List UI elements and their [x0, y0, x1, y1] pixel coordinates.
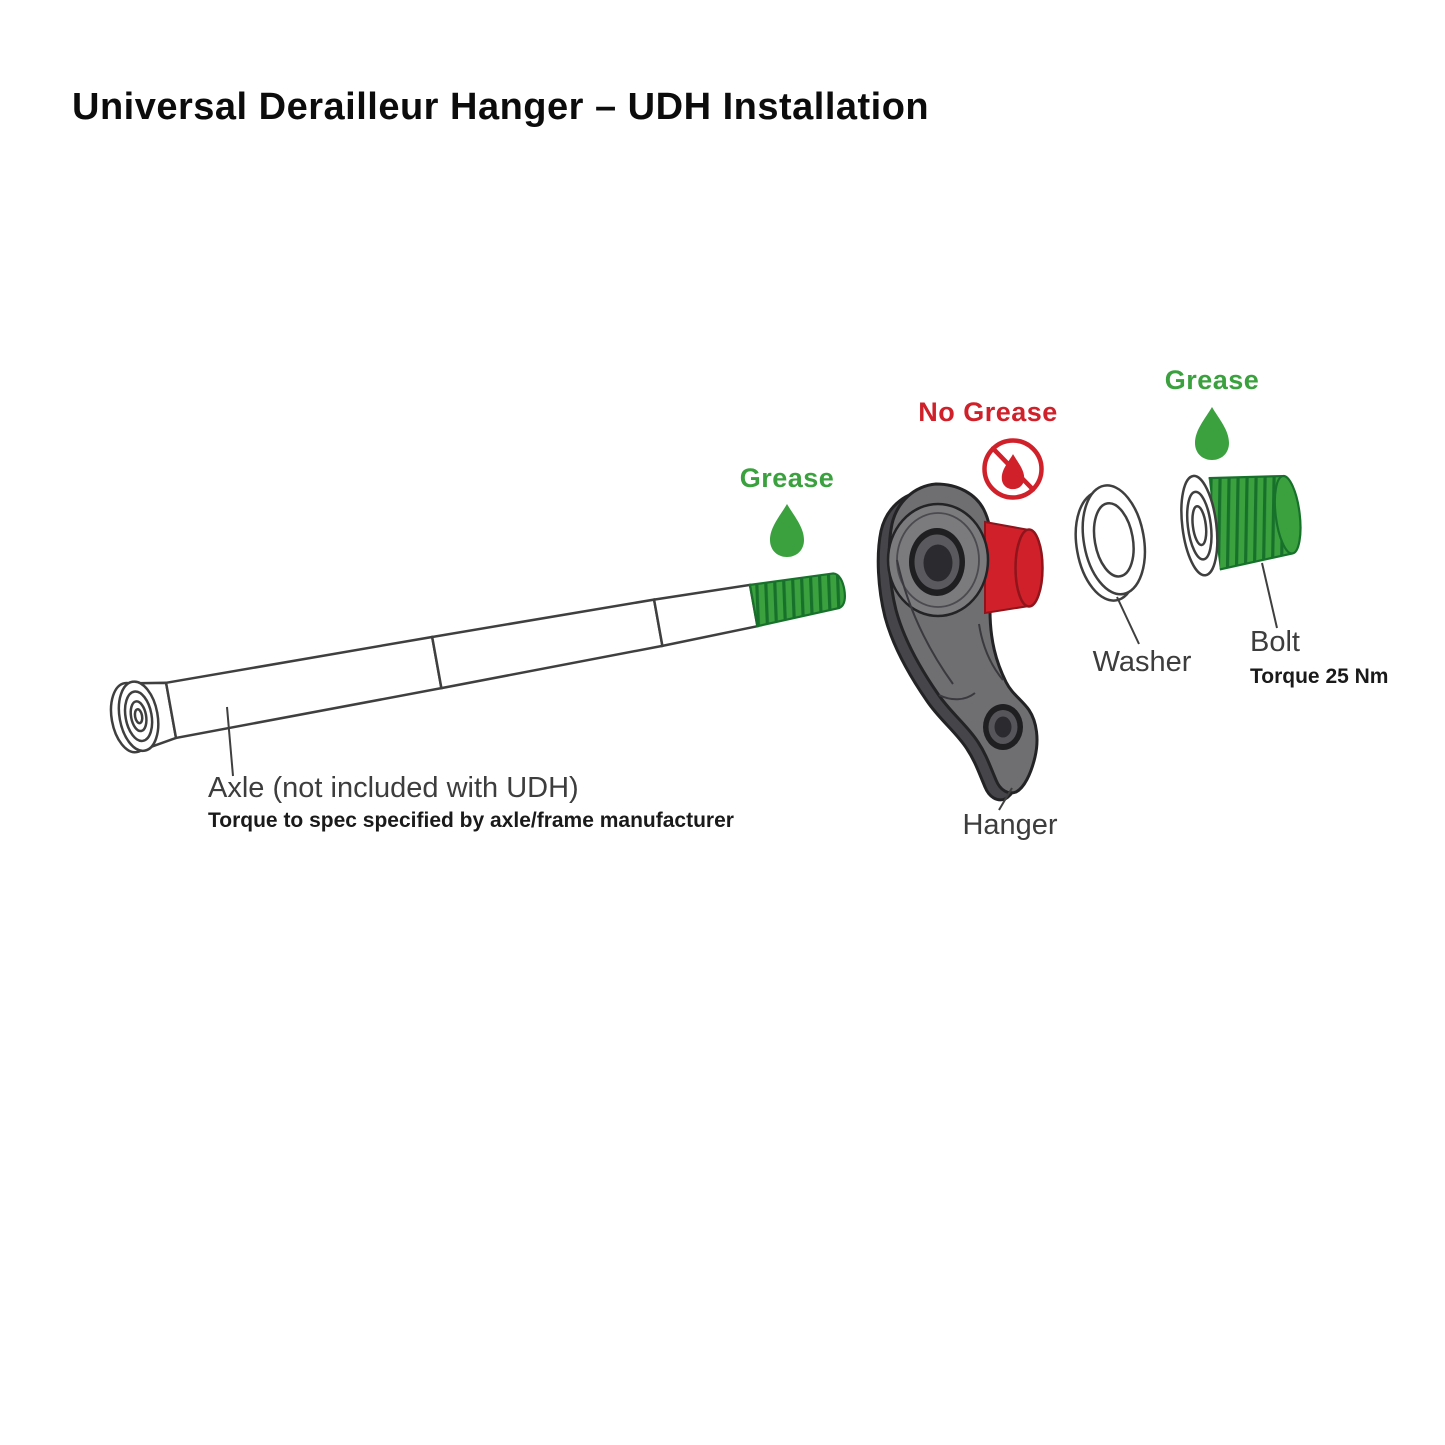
hanger-derailleur-hole-bore: [994, 716, 1012, 738]
axle-label: Axle (not included with UDH): [208, 772, 579, 804]
bolt-thread-top-edge: [1208, 474, 1283, 480]
grease-droplet-icon: [1195, 407, 1229, 460]
hanger-frame-insert: [984, 520, 1044, 615]
page-title: Universal Derailleur Hanger – UDH Instal…: [72, 86, 930, 128]
axle-shaft-segment: [652, 583, 759, 648]
hanger-facet-line: [978, 623, 1004, 681]
axle-shaft-segment: [430, 598, 664, 690]
bolt-end-cap: [1273, 474, 1302, 555]
grease-label-axle: Grease: [740, 463, 835, 493]
bolt-threads: [1208, 476, 1293, 570]
no-grease-label: No Grease: [918, 397, 1058, 427]
axle-shaft-segment: [164, 635, 443, 740]
axle-threads: [748, 572, 846, 628]
no-grease-slash: [990, 446, 1036, 492]
hanger-frame-insert-face: [1014, 528, 1044, 608]
bolt-label: Bolt: [1250, 626, 1300, 658]
washer-illustration: [1074, 484, 1147, 602]
bolt-note: Torque 25 Nm: [1250, 665, 1388, 688]
bolt-socket: [1191, 504, 1208, 547]
hanger-label: Hanger: [962, 809, 1057, 841]
grease-label-bolt: Grease: [1165, 365, 1260, 395]
hanger-axle-hole-bore: [923, 544, 953, 582]
washer-label: Washer: [1093, 646, 1192, 678]
hanger-facet-line: [896, 559, 954, 685]
hanger-facet-line: [938, 692, 976, 701]
axle-illustration: [109, 572, 846, 754]
axle-leader-line: [226, 706, 234, 777]
bolt-leader-line: [1261, 562, 1278, 629]
bolt-thread-bottom-edge: [1219, 552, 1293, 571]
hanger-illustration: [876, 482, 1044, 802]
axle-head-center: [133, 708, 144, 725]
bolt-illustration: [1180, 474, 1302, 577]
hanger-leader-line: [998, 787, 1013, 811]
axle-note: Torque to spec specified by axle/frame m…: [208, 809, 734, 832]
washer-hole: [1092, 502, 1135, 578]
no-grease-icon: [982, 438, 1044, 500]
washer-leader-line: [1116, 596, 1140, 645]
grease-droplet-icon: [770, 504, 804, 557]
